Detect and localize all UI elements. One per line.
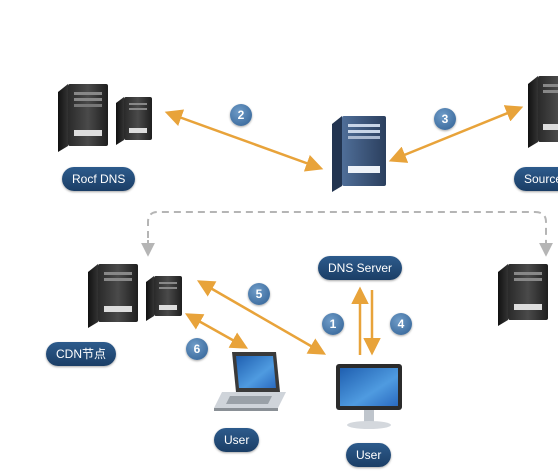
laptop-user-label: User <box>214 428 260 452</box>
step-badge-3: 3 <box>434 108 456 130</box>
source-label: Source <box>514 167 558 191</box>
arrow-5 <box>196 280 327 355</box>
desktop-user-label: User <box>346 443 392 467</box>
dns-server-label: DNS Server <box>318 256 403 280</box>
dashed-link <box>147 211 547 250</box>
step-badge-5: 5 <box>248 283 270 305</box>
desktop-monitor <box>336 364 402 429</box>
laptop <box>214 352 286 411</box>
step-badge-1: 1 <box>322 313 344 335</box>
arrow-6 <box>184 313 249 349</box>
arrow-2 <box>164 109 324 172</box>
arrow-3 <box>388 105 524 163</box>
step-badge-6: 6 <box>186 338 208 360</box>
edge-server-right <box>498 264 548 326</box>
root-dns-label: Rocf DNS <box>62 167 136 191</box>
cdn-node-label: CDN节点 <box>46 342 116 366</box>
cdn-node-servers <box>88 264 182 328</box>
root-dns-servers <box>58 84 152 152</box>
central-server <box>332 116 386 192</box>
step-badge-4: 4 <box>390 313 412 335</box>
source-server <box>528 76 558 148</box>
step-badge-2: 2 <box>230 104 252 126</box>
